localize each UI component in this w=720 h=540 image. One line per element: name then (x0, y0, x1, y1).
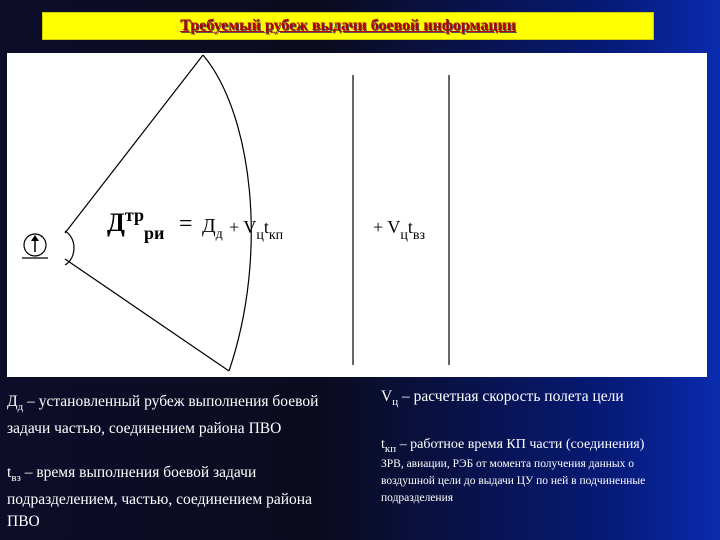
air-defense-post-icon (22, 233, 48, 259)
definition-tkp: tкп – работное время КП части (соединени… (381, 437, 645, 455)
formula-dd: Дд (202, 215, 223, 242)
slide-title: Требуемый рубеж выдачи боевой информации (180, 17, 516, 34)
formula-term-vc-tvz: + Vцtвз (373, 217, 425, 243)
definition-dd: Дд – установленный рубеж выполнения боев… (7, 393, 319, 438)
inner-arc (64, 230, 75, 266)
diagram-panel: Дтрри = Дд + Vцtкп + Vцtвз (7, 53, 707, 377)
sector-upper-edge (64, 54, 204, 234)
formula-equals: = (179, 211, 193, 237)
formula-term-vc-tkp: + Vцtкп (229, 217, 284, 243)
sector-arc (202, 54, 252, 372)
title-bar: Требуемый рубеж выдачи боевой информации (42, 12, 654, 40)
diagram-svg (22, 54, 450, 372)
definition-tvz: tвз – время выполнения боевой задачи под… (7, 464, 312, 531)
definition-vc: Vц – расчетная скорость полета цели (381, 388, 624, 409)
sector-lower-edge (64, 258, 230, 372)
formula-drn: Дтрри (107, 205, 165, 243)
definition-tkp-continued: ЗРВ, авиации, РЭБ от момента получения д… (381, 458, 646, 504)
